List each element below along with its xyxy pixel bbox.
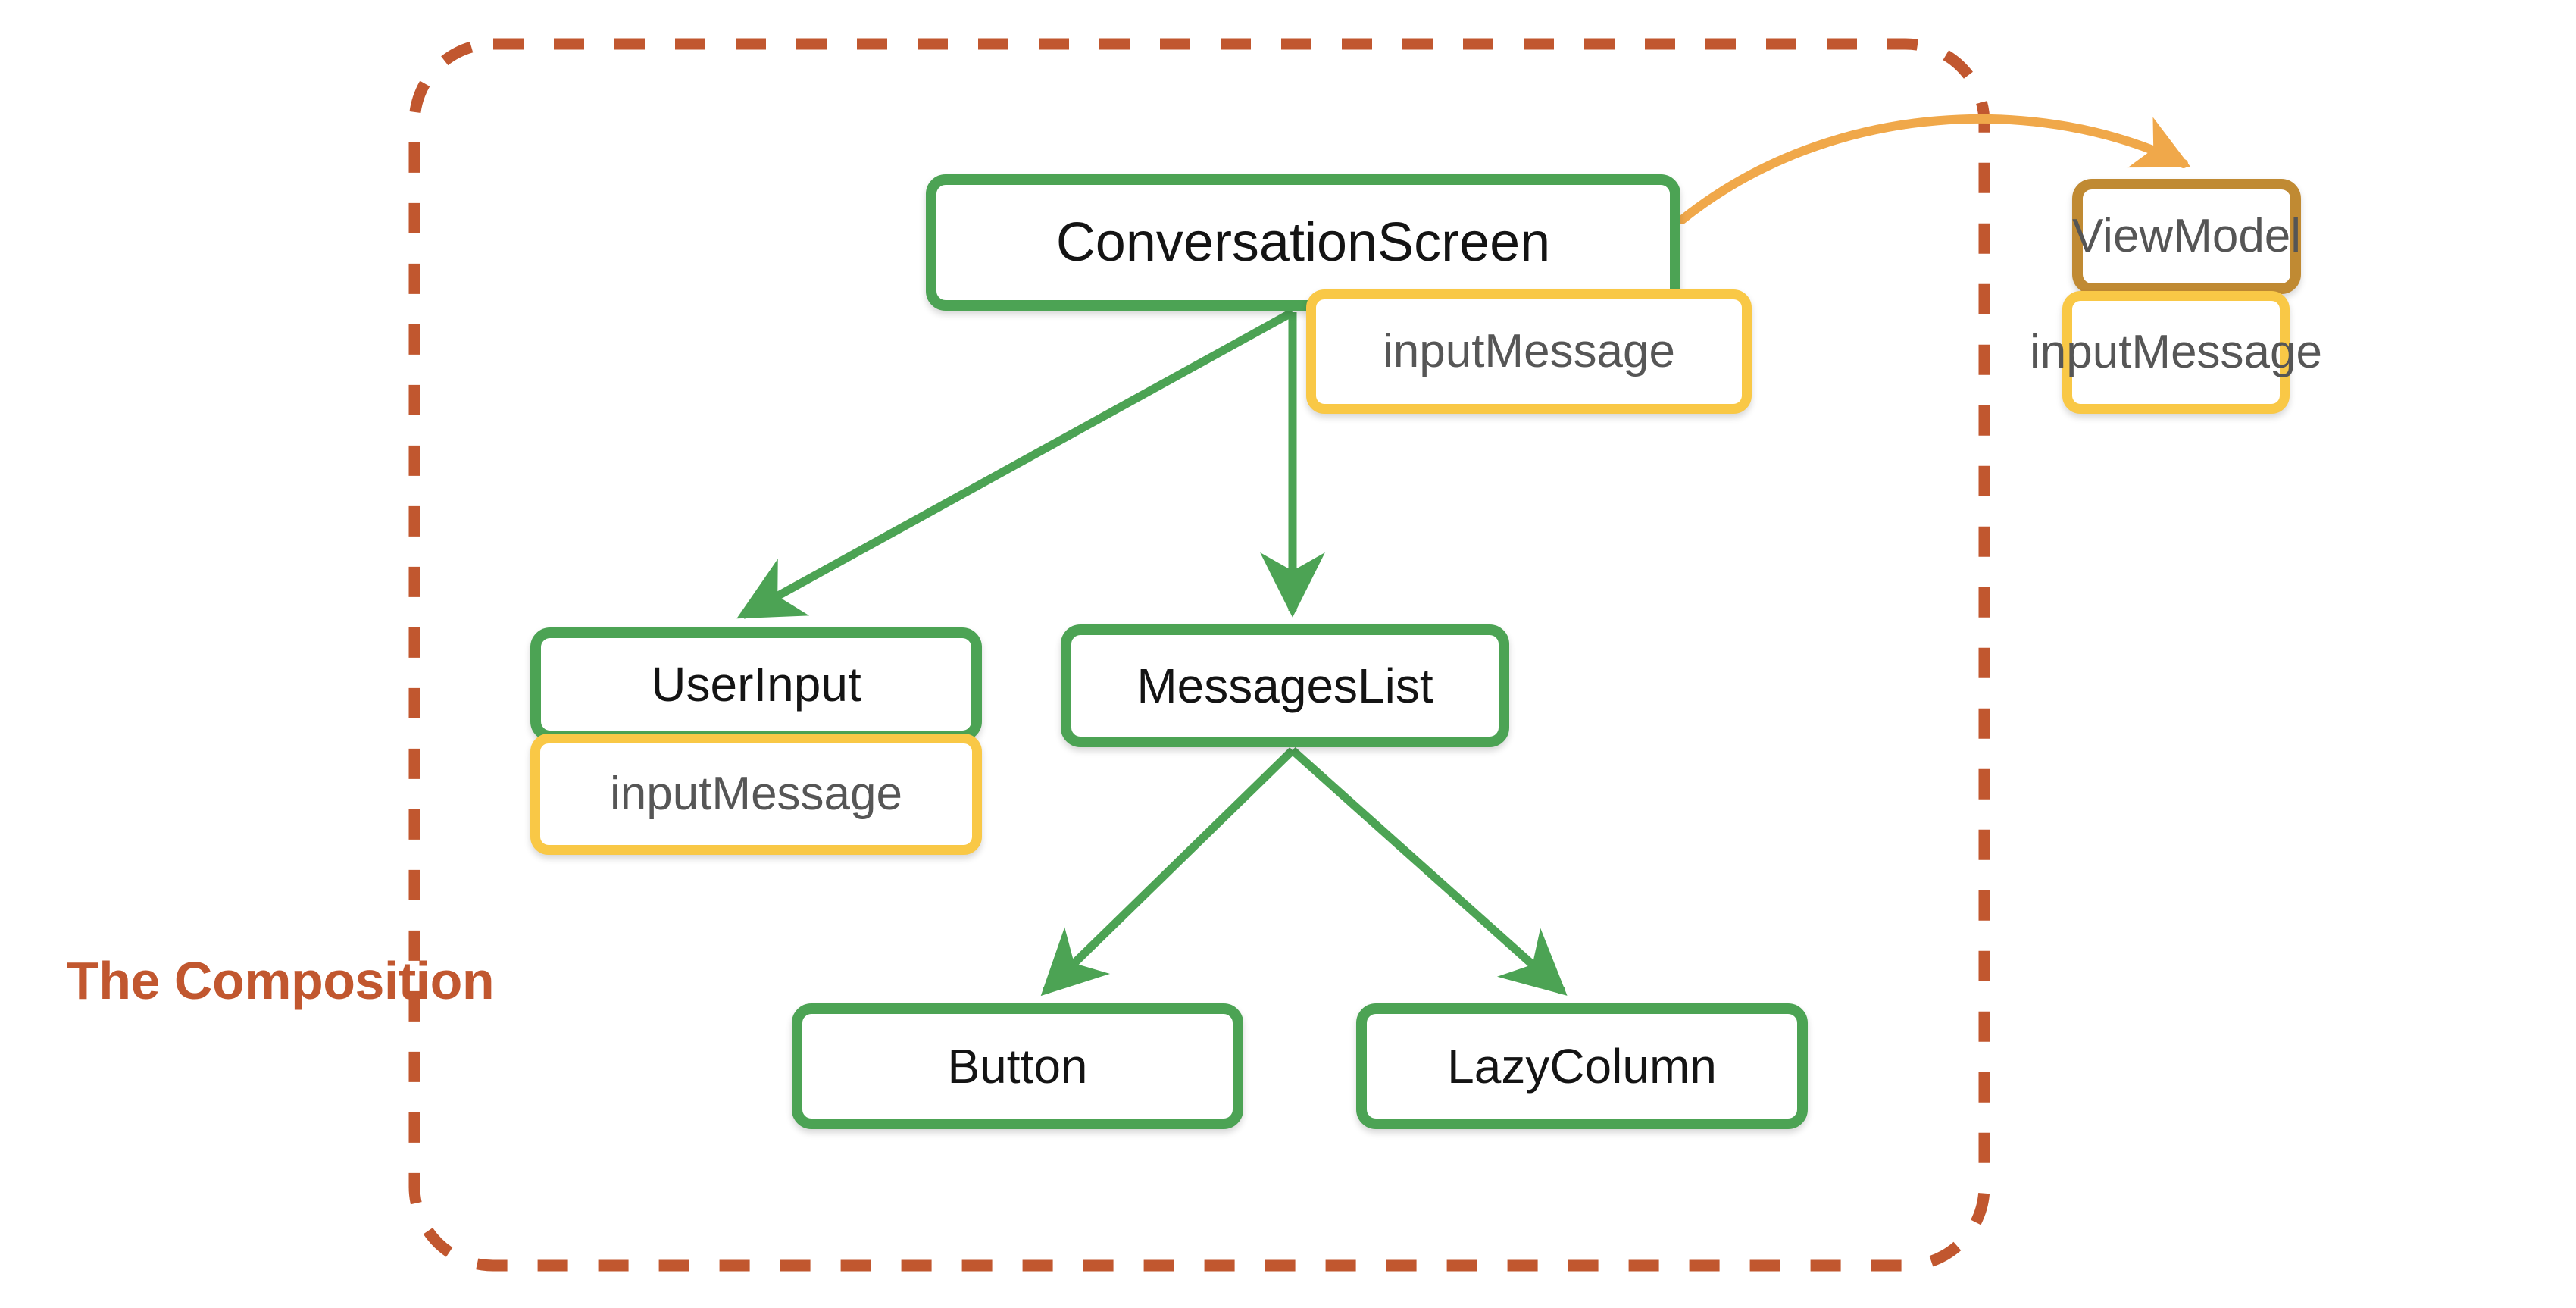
state-badge-user-input-inputmessage[interactable]: inputMessage xyxy=(530,734,982,855)
node-messages-list[interactable]: MessagesList xyxy=(1061,624,1509,747)
node-messages-list-label: MessagesList xyxy=(1136,659,1433,713)
node-button[interactable]: Button xyxy=(792,1003,1243,1129)
node-view-model[interactable]: ViewModel xyxy=(2072,179,2301,294)
composition-boundary-caption: The Composition xyxy=(67,951,495,1010)
node-view-model-label: ViewModel xyxy=(2071,210,2302,262)
edge-messageslist-to-lazycolumn xyxy=(1290,746,1568,996)
node-button-label: Button xyxy=(947,1039,1088,1094)
edge-messageslist-to-button xyxy=(1040,747,1296,997)
node-conversation-screen-label: ConversationScreen xyxy=(1055,212,1551,273)
node-user-input[interactable]: UserInput xyxy=(530,627,982,741)
state-badge-conversation-screen-label: inputMessage xyxy=(1382,325,1676,377)
state-badge-view-model-label: inputMessage xyxy=(2029,326,2323,378)
edge-conversationscreen-to-userinput xyxy=(736,308,1295,619)
node-lazy-column[interactable]: LazyColumn xyxy=(1356,1003,1808,1129)
state-badge-user-input-label: inputMessage xyxy=(609,768,903,820)
node-lazy-column-label: LazyColumn xyxy=(1447,1039,1717,1094)
state-badge-conversation-screen-inputmessage[interactable]: inputMessage xyxy=(1306,289,1752,414)
node-user-input-label: UserInput xyxy=(651,657,861,712)
state-badge-view-model-inputmessage[interactable]: inputMessage xyxy=(2030,291,2322,414)
